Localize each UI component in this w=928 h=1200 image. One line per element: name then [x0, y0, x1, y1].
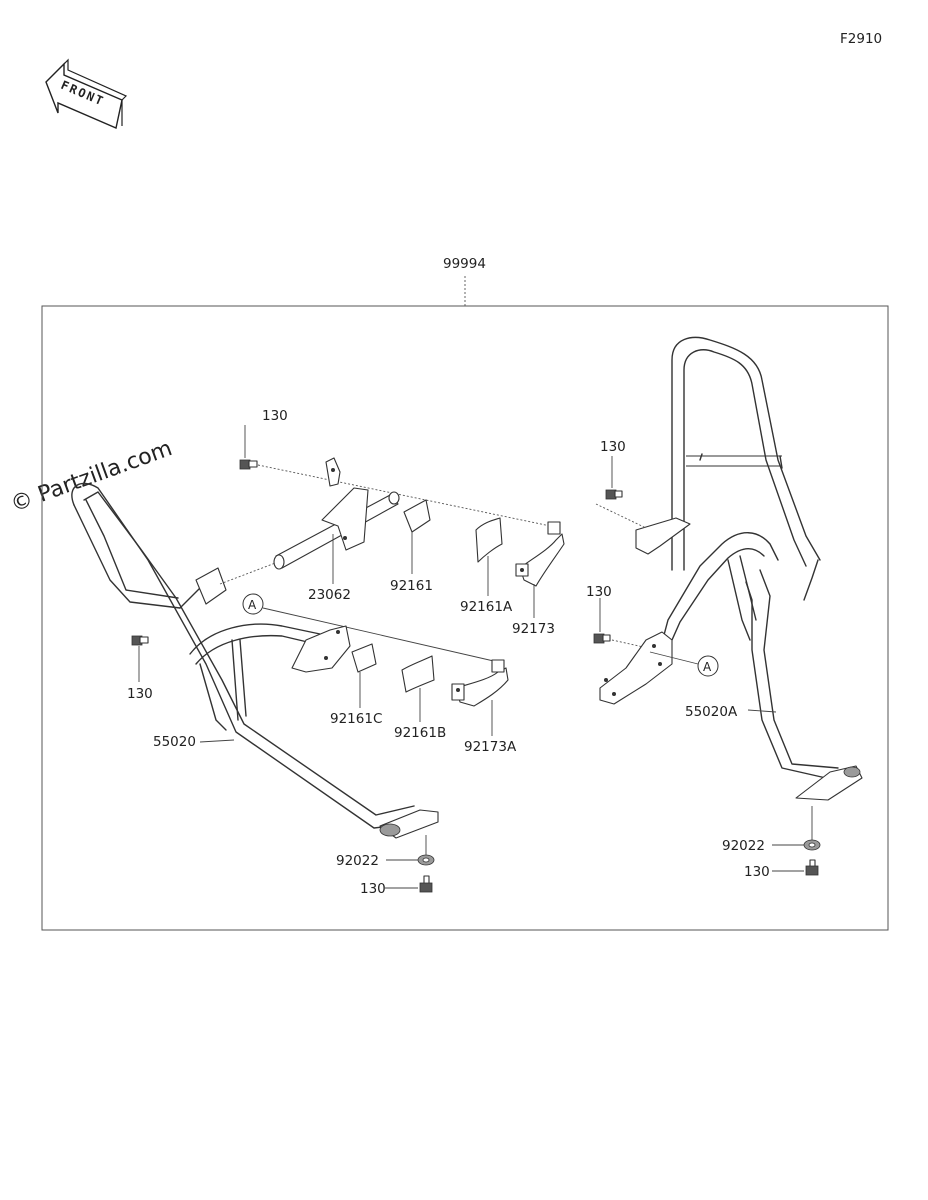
clamp-a-icon — [515, 521, 565, 587]
bolt-top-right-icon — [605, 489, 623, 500]
kit-frame — [41, 305, 889, 931]
label-crossbar: 23062 — [308, 587, 351, 603]
label-bolt-top-right: 130 — [600, 439, 626, 455]
label-pad-d: 92161B — [394, 725, 446, 741]
washer-right-icon — [803, 839, 821, 851]
watermark: © Partzilla.com — [8, 436, 176, 518]
crossbar — [219, 457, 561, 585]
label-pad-c: 92161C — [330, 711, 382, 727]
pad-d-icon — [401, 655, 435, 693]
label-clamp-b: 92173A — [464, 739, 517, 755]
right-guard — [595, 336, 863, 801]
label-pad-a: 92161 — [390, 578, 433, 594]
label-bolt-left: 130 — [127, 686, 153, 702]
label-bolt-top-left: 130 — [262, 408, 288, 424]
bracket-right — [599, 631, 673, 705]
label-pad-b: 92161A — [460, 599, 513, 615]
label-clamp-a: 92173 — [512, 621, 555, 637]
ref-marker-right: A — [697, 655, 719, 677]
pad-b-icon — [475, 517, 503, 563]
leader-guard-right — [747, 709, 777, 713]
leader-ref-left — [262, 607, 499, 663]
pad-a-icon — [403, 499, 431, 533]
left-guard — [71, 482, 439, 839]
clamp-b-icon — [451, 659, 509, 707]
label-guard-right: 55020A — [685, 704, 738, 720]
bolt-bottom-right-icon — [805, 859, 819, 876]
bracket-left — [291, 625, 351, 673]
bolt-top-left-icon — [239, 459, 258, 470]
front-arrow-icon: FRONT — [45, 58, 128, 129]
label-guard-left: 55020 — [153, 734, 196, 750]
label-bolt-bottom-right: 130 — [744, 864, 770, 880]
kit-label: 99994 — [443, 256, 486, 272]
bolt-right-mid-icon — [593, 633, 611, 644]
bolt-left-icon — [131, 635, 149, 646]
label-bolt-right-mid: 130 — [586, 584, 612, 600]
pad-c-icon — [351, 643, 377, 673]
figure-code: F2910 — [840, 31, 882, 47]
ref-marker-left-text: A — [248, 598, 257, 612]
leader-ref-right — [649, 651, 699, 665]
leader-guard-left — [199, 739, 235, 743]
label-washer-left: 92022 — [336, 853, 379, 869]
label-washer-right: 92022 — [722, 838, 765, 854]
label-bolt-bottom-left: 130 — [360, 881, 386, 897]
bolt-bottom-left-icon — [419, 875, 433, 893]
washer-left-icon — [417, 854, 435, 866]
ref-marker-right-text: A — [703, 660, 712, 674]
ref-marker-left: A — [242, 593, 264, 615]
